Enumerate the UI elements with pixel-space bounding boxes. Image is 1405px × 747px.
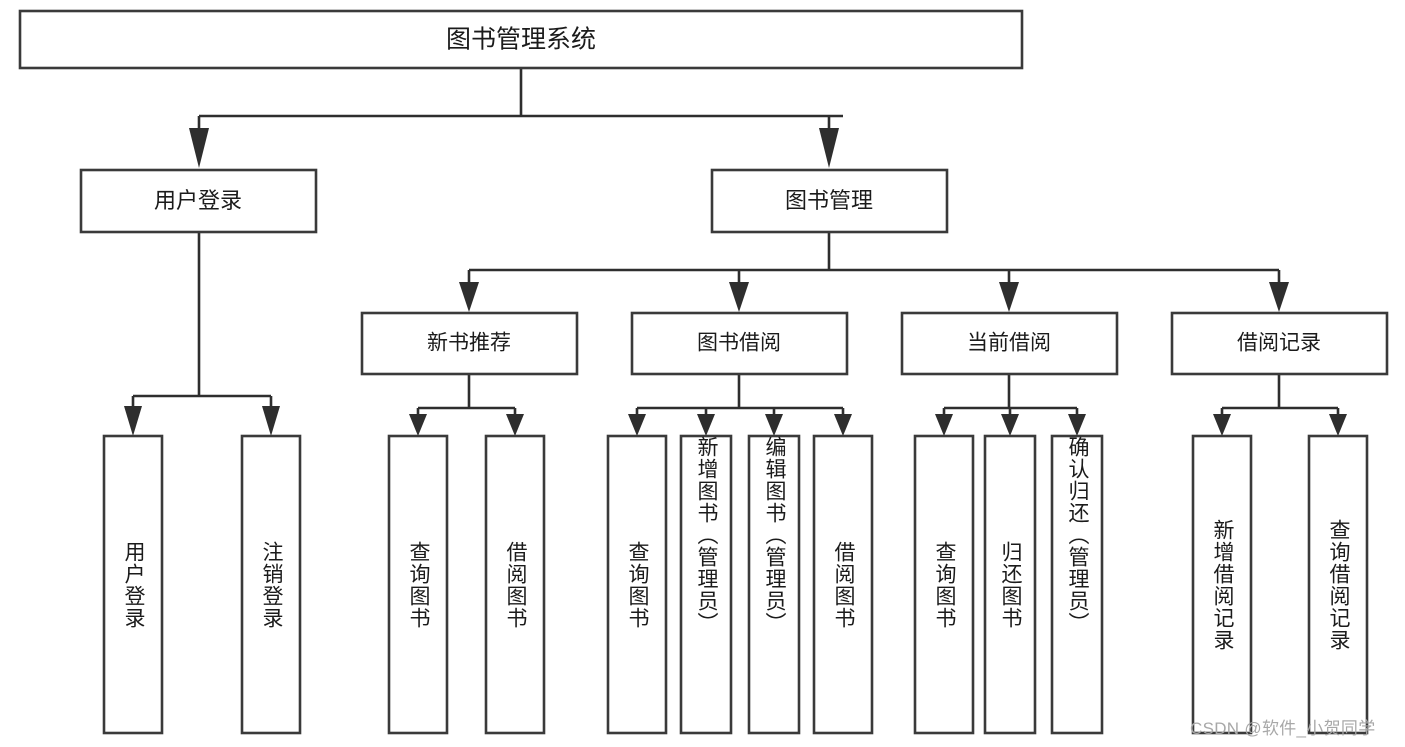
connector-root-to-level2 <box>189 68 843 168</box>
node-root-label: 图书管理系统 <box>446 26 596 54</box>
node-leaf-logout-login[interactable] <box>240 434 302 735</box>
node-leaf-add-book[interactable] <box>679 434 733 735</box>
csdn-watermark: CSDN @软件_小贺同学 <box>1190 719 1376 738</box>
node-leaf-borrow-book-2[interactable] <box>812 434 874 735</box>
node-borrow-record[interactable]: 借阅记录 <box>1170 311 1389 376</box>
node-book-management[interactable]: 图书管理 <box>710 168 949 234</box>
node-leaf-borrow-book-1[interactable] <box>484 434 546 735</box>
node-leaf-query-record[interactable] <box>1307 434 1369 735</box>
connector-borrowrecord-to-leaves <box>1213 374 1347 436</box>
connector-currentborrow-to-leaves <box>935 374 1086 436</box>
node-leaf-query-book-1[interactable] <box>387 434 449 735</box>
connector-bookborrow-to-leaves <box>628 374 852 436</box>
node-new-book-recommend[interactable]: 新书推荐 <box>360 311 579 376</box>
node-user-login[interactable]: 用户登录 <box>79 168 318 234</box>
node-book-borrow-label: 图书借阅 <box>697 332 781 355</box>
connector-newbook-to-leaves <box>409 374 524 436</box>
node-leaf-edit-book[interactable] <box>747 434 801 735</box>
node-root[interactable]: 图书管理系统 <box>18 9 1024 70</box>
node-book-management-label: 图书管理 <box>785 188 873 213</box>
node-book-borrow[interactable]: 图书借阅 <box>630 311 849 376</box>
node-leaf-query-book-2[interactable] <box>606 434 668 735</box>
node-borrow-record-label: 借阅记录 <box>1237 332 1321 355</box>
node-current-borrow-label: 当前借阅 <box>967 332 1051 355</box>
node-user-login-label: 用户登录 <box>154 188 242 213</box>
node-leaf-query-book-3[interactable] <box>913 434 975 735</box>
connector-userlogin-to-leaves <box>124 232 280 436</box>
node-current-borrow[interactable]: 当前借阅 <box>900 311 1119 376</box>
connector-bookmgmt-to-level3 <box>459 232 1289 312</box>
node-new-book-recommend-label: 新书推荐 <box>427 332 511 355</box>
node-leaf-user-login[interactable] <box>102 434 164 735</box>
node-leaf-add-record[interactable] <box>1191 434 1253 735</box>
node-leaf-return-book[interactable] <box>983 434 1037 735</box>
node-leaf-confirm-return[interactable] <box>1050 434 1104 735</box>
